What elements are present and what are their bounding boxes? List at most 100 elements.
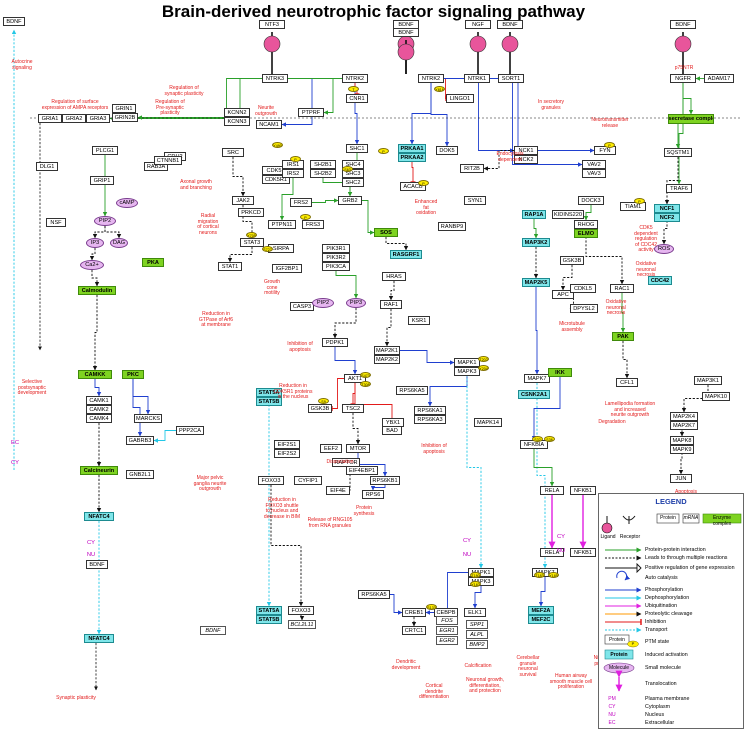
node-nck2: NCK2 (514, 155, 538, 164)
node-mtor: MTOR (346, 444, 370, 453)
node-gsk3bb: GSK3B (308, 404, 332, 413)
node-stat5aa: STAT5A (256, 388, 282, 397)
node-dlg1: DLG1 (36, 162, 58, 171)
compartment-label: CY (10, 460, 20, 466)
outcome-note: Regulation of synaptic plasticity (164, 85, 204, 97)
legend-row-proteolytic: Proteolytic cleavage (645, 611, 693, 617)
node-pik3ca: PIK3CA (322, 262, 350, 271)
compartment-label: EC (10, 440, 20, 446)
legend-small-box: Molecule (608, 665, 629, 671)
edge-mapk7b-to-mef2a (538, 577, 546, 607)
edge-ntrk2b-to-dok5 (430, 83, 450, 147)
edge-ca2-to-calmodulin (91, 270, 100, 287)
outcome-note: Cerebellar granule neuronal survival (516, 655, 540, 678)
edge-tsc2-to-mtor (352, 413, 361, 445)
outcome-note: Inhibition of apoptosis (421, 443, 447, 455)
outcome-note: Dendritic development (391, 659, 421, 671)
edge-gsk3ba-to-apc (560, 265, 573, 291)
edge-sqstm1-to-ncf1 (664, 157, 679, 205)
legend-ptm-protein: Protein (609, 637, 625, 643)
node-jun: JUN (670, 474, 692, 483)
legend-row-transport: Transport (645, 627, 668, 633)
legend-row-inhibition: Inhibition (645, 619, 667, 625)
node-ppp2ca: PPP2CA (176, 426, 204, 435)
ptm-badge: Y816 (434, 86, 445, 92)
node-apc: APC (552, 290, 574, 299)
ptm-badge: Y490 (272, 142, 283, 148)
outcome-note: Selective postsynaptic development (17, 379, 47, 397)
node-egr2: EGR2 (436, 636, 458, 645)
edge-calmodulin-to-camkk (92, 295, 98, 371)
node-relab: RELA (540, 548, 564, 557)
node-fos: FOS (436, 616, 458, 625)
node-egr1: EGR1 (436, 626, 458, 635)
node-pip2b: PIP2 (312, 298, 334, 308)
legend-row-translocation: Translocation (645, 681, 677, 687)
node-map2k7: MAP2K7 (670, 421, 698, 430)
outcome-note: Human airway smooth muscle cell prolifer… (549, 673, 593, 691)
node-mef2a: MEF2A (528, 606, 554, 615)
node-foxo3b: FOXO3 (288, 606, 314, 615)
node-vav3: VAV3 (582, 169, 606, 178)
node-creb1: CREB1 (402, 608, 426, 617)
node-shc1: SHC1 (346, 144, 368, 153)
node-frs3: FRS3 (302, 220, 324, 229)
edge-ppp2ca-to-gabrb3 (153, 430, 176, 443)
node-grin1: GRIN1 (112, 104, 136, 113)
node-gria2: GRIA2 (62, 114, 86, 123)
outcome-note: Neurite outgrowth (255, 105, 277, 117)
ptm-badge: Y705 (246, 232, 257, 238)
node-cyfip1: CYFIP1 (294, 476, 322, 485)
node-camk4: CAMK4 (86, 414, 112, 423)
edge-ntrk2b-to-nck1 (444, 78, 515, 153)
ligand-2: BDNF (393, 28, 419, 37)
node-mapk14: MAPK14 (474, 418, 502, 427)
node-mapk9: MAPK9 (670, 445, 694, 454)
node-map2k5: MAP2K5 (522, 278, 550, 287)
edge-camkk-to-camk1 (94, 379, 102, 397)
node-map2k1: MAP2K1 (374, 346, 400, 355)
outcome-note: Release of RNG105 from RNA granules (307, 517, 353, 529)
edge-ngfr-to-traf6 (676, 83, 684, 185)
ligand-receptor-4 (501, 32, 519, 74)
node-kcnn3: KCNN3 (224, 117, 250, 126)
legend-ec-label: Extracellular (645, 720, 675, 726)
outcome-note: Enhanced fat oxidation (414, 199, 438, 217)
node-irs2: IRS2 (282, 169, 304, 178)
node-rac1: RAC1 (610, 284, 634, 293)
node-mef2c: MEF2C (528, 615, 554, 624)
edge-mapk7a-to-mapk7b (536, 383, 548, 569)
edge-ip3-to-ca2 (89, 248, 96, 261)
node-pik3r2: PIK3R2 (322, 253, 350, 262)
node-sos: SOS (374, 228, 398, 237)
node-pka: PKA (142, 258, 164, 267)
node-bmp2: BMP2 (466, 640, 488, 649)
legend-row-ubiquitination: Ubiquitination (645, 603, 678, 609)
node-bdnf-l: BDNF (86, 560, 108, 569)
compartment-label: CY (556, 534, 566, 540)
edge-ikk-to-nfkbia (531, 377, 561, 441)
edge-akt1-to-gsk3bb (331, 378, 344, 412)
edge-nck1-to-rit2b (483, 150, 514, 171)
node-acacb: ACACB (400, 182, 426, 191)
node-elmo: ELMO (574, 229, 598, 238)
node-ksr1: KSR1 (408, 316, 430, 325)
outcome-note: Calcification (464, 663, 492, 669)
node-lingo1: LINGO1 (446, 94, 474, 103)
node-ntrk3: NTRK3 (262, 74, 288, 83)
legend-pm-label: Plasma membrane (645, 696, 690, 702)
node-camp: cAMP (116, 198, 138, 208)
node-alpl: ALPL (466, 630, 488, 639)
legend-protein-label: Protein (660, 515, 676, 521)
outcome-note: Apoptosis (675, 489, 697, 495)
node-eif2s2: EIF2S2 (274, 449, 300, 458)
edge-akt1-to-bad (354, 383, 395, 427)
edge-stat3-to-stat1 (227, 247, 253, 263)
node-grin2b: GRIN2B (112, 113, 138, 122)
edge-rps6kb1-to-rps6 (370, 485, 386, 491)
edge-grb2-to-sos (362, 200, 375, 235)
outcome-note: Synaptic plasticity (56, 695, 96, 701)
edge-sos-to-rasgrf1 (385, 237, 409, 251)
legend-row-phosphorylation: Phosphorylation (645, 587, 683, 593)
node-stat1: STAT1 (218, 262, 242, 271)
